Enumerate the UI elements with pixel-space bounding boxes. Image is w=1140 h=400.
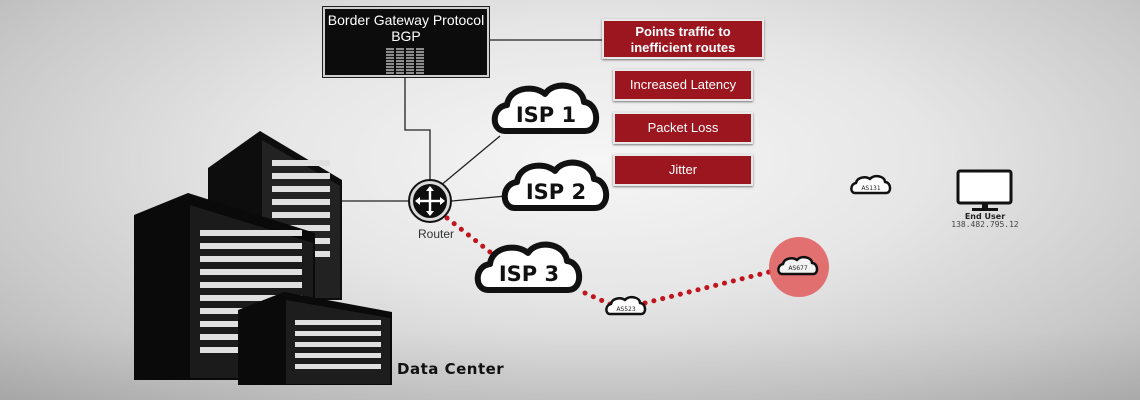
end-user-label: End User bbox=[964, 212, 1006, 221]
as677-node: AS677 bbox=[769, 237, 829, 297]
heading-box: Points traffic to inefficient routes bbox=[602, 19, 764, 59]
router-to-isp1-line bbox=[439, 135, 501, 187]
effect-latency: Increased Latency bbox=[613, 69, 753, 101]
isp3-cloud: ISP 3 bbox=[474, 241, 583, 293]
effect-packet-loss: Packet Loss bbox=[613, 112, 753, 144]
router-icon bbox=[408, 179, 452, 223]
routing-table-icon bbox=[386, 48, 426, 74]
inefficient-route bbox=[444, 215, 776, 308]
isp2-cloud: ISP 2 bbox=[501, 159, 610, 211]
as523-cloud: AS523 bbox=[605, 295, 647, 316]
isp1-label: ISP 1 bbox=[516, 103, 576, 127]
as131-label: AS131 bbox=[861, 185, 881, 192]
isp1-cloud: ISP 1 bbox=[491, 82, 600, 134]
router-to-isp2-line bbox=[451, 195, 507, 202]
as677-label: AS677 bbox=[788, 265, 808, 272]
bgp-box: Border Gateway Protocol BGP bbox=[323, 7, 489, 77]
bgp-abbr: BGP bbox=[391, 28, 421, 44]
as523-label: AS523 bbox=[616, 306, 636, 313]
isp3-label: ISP 3 bbox=[499, 262, 559, 286]
as677-cloud bbox=[777, 255, 819, 276]
isp2-label: ISP 2 bbox=[526, 180, 586, 204]
effect-jitter: Jitter bbox=[613, 154, 753, 186]
monitor-icon bbox=[956, 169, 1013, 211]
data-center-label: Data Center bbox=[397, 360, 505, 378]
data-center-buildings bbox=[134, 131, 392, 385]
router-label: Router bbox=[417, 227, 455, 241]
end-user-ip: 138.482.795.12 bbox=[951, 220, 1019, 229]
bgp-to-router-line bbox=[404, 77, 431, 183]
bgp-title: Border Gateway Protocol bbox=[327, 12, 485, 28]
as131-cloud: AS131 bbox=[850, 174, 892, 195]
